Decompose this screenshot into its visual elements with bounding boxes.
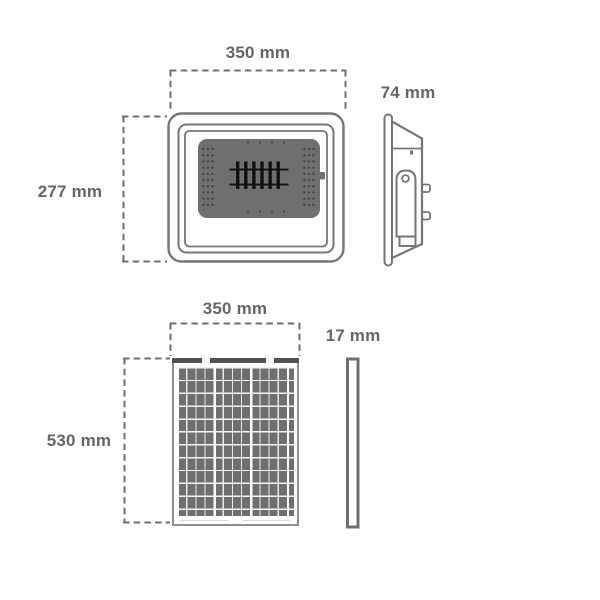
panel-bottom-edge — [180, 519, 291, 521]
vent-dots-top — [242, 140, 290, 145]
floodlight-middle-frame — [177, 123, 335, 254]
floodlight-led-plate — [198, 139, 320, 218]
side-knob-bottom — [421, 211, 431, 221]
dimension-lines — [122, 69, 347, 524]
solar-panel-front-view — [172, 357, 299, 526]
floodlight-side-view — [383, 113, 431, 267]
panel-top-notch-right — [266, 357, 274, 364]
panel-top-notch-left — [202, 357, 210, 364]
dim-label-floodlight-width: 350 mm — [225, 43, 291, 62]
panel-top-edge — [172, 358, 299, 363]
side-knob-top — [421, 183, 431, 193]
solar-panel-side-view — [346, 357, 360, 529]
floodlight-front-view — [167, 112, 345, 263]
floodlight-outer-frame — [167, 112, 345, 263]
dim-label-panel-depth: 17 mm — [325, 326, 381, 345]
vent-dots-left — [201, 146, 216, 210]
mounting-bracket — [395, 169, 417, 238]
bracket-foot — [398, 235, 417, 247]
side-front-bezel — [383, 113, 393, 267]
dim-label-panel-width: 350 mm — [202, 299, 268, 318]
led-grill — [229, 161, 289, 189]
dim-label-floodlight-height: 277 mm — [37, 182, 103, 201]
bracket-hole — [401, 174, 410, 183]
solar-cells-grid — [177, 367, 294, 516]
floodlight-plate-tab — [319, 172, 325, 180]
floodlight-inner-frame — [184, 130, 328, 248]
dim-label-floodlight-depth: 74 mm — [380, 83, 436, 102]
dim-label-panel-height: 530 mm — [46, 431, 112, 450]
side-seam-notch — [410, 150, 413, 155]
vent-dots-right — [302, 146, 317, 210]
vent-dots-bottom — [242, 209, 294, 214]
